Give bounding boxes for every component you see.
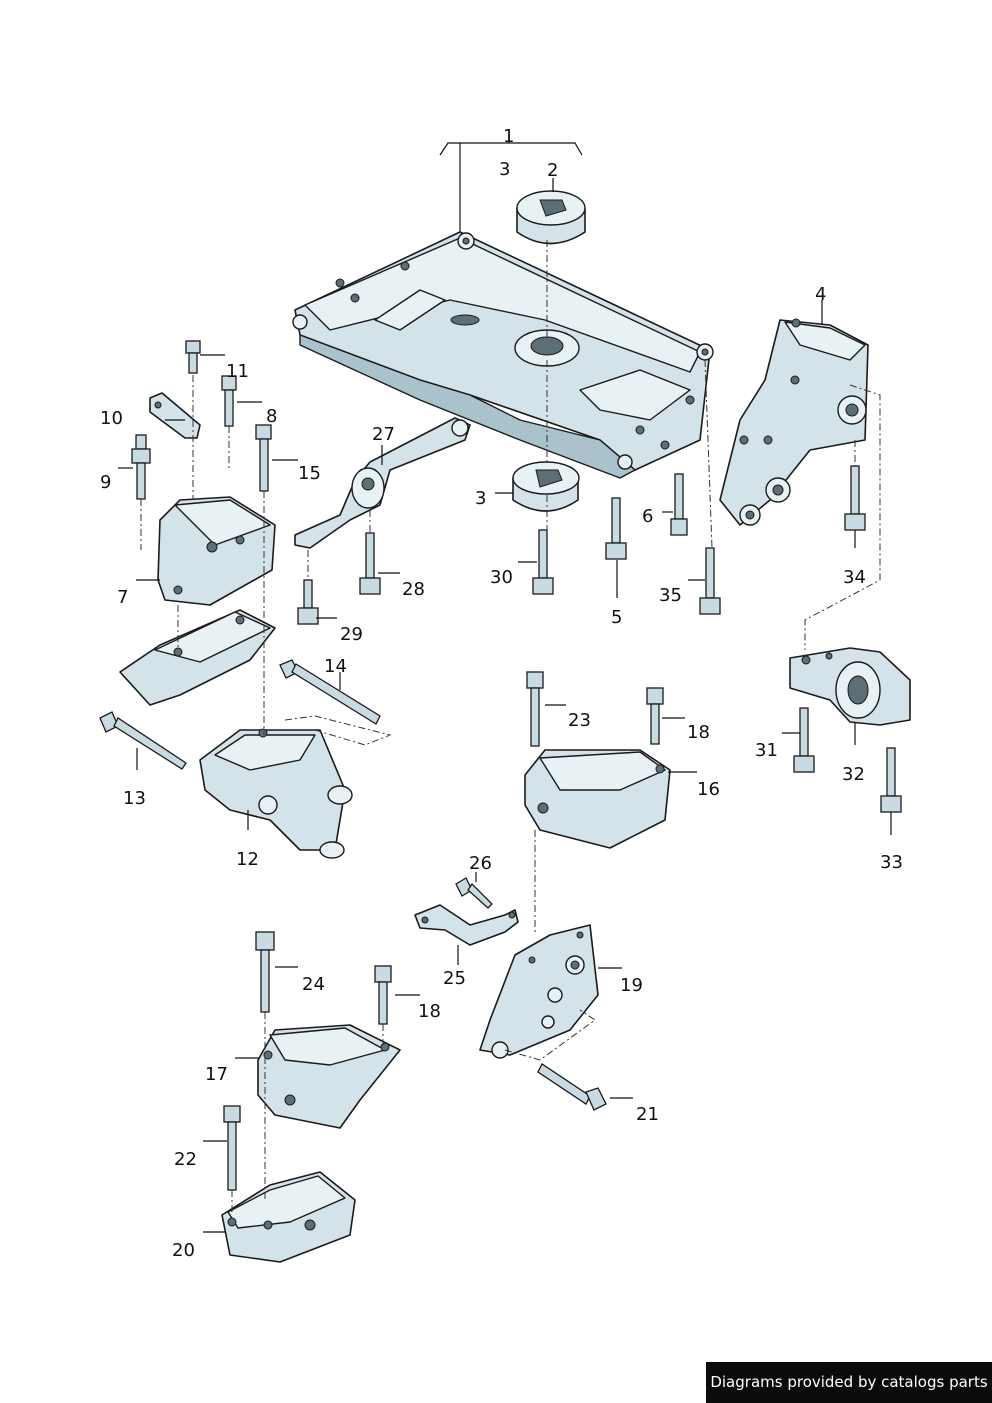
mount-bracket-lower bbox=[119, 609, 276, 706]
torque-arm-part-27 bbox=[294, 417, 471, 549]
callout-3-bottom: 3 bbox=[475, 488, 486, 509]
callout-35: 35 bbox=[659, 585, 682, 606]
bolt-23 bbox=[526, 671, 544, 747]
callout-3-top: 3 bbox=[499, 159, 510, 180]
callout-23: 23 bbox=[568, 710, 591, 731]
alignment-lines bbox=[140, 240, 881, 1215]
callout-29: 29 bbox=[340, 624, 363, 645]
link-part-25 bbox=[414, 904, 519, 946]
bushing-part-3 bbox=[512, 461, 580, 512]
callout-26: 26 bbox=[469, 853, 492, 874]
callout-30: 30 bbox=[490, 567, 513, 588]
mount-part-7 bbox=[157, 496, 276, 606]
callout-15: 15 bbox=[298, 463, 321, 484]
callout-27: 27 bbox=[372, 424, 395, 445]
callout-21: 21 bbox=[636, 1104, 659, 1125]
bolt-5 bbox=[605, 497, 627, 560]
callout-28: 28 bbox=[402, 579, 425, 600]
callout-14: 14 bbox=[324, 656, 347, 677]
callout-17: 17 bbox=[205, 1064, 228, 1085]
bolt-34 bbox=[844, 465, 866, 531]
bolt-set bbox=[99, 340, 902, 1191]
bolt-35 bbox=[699, 547, 721, 615]
bolt-18-upper bbox=[646, 687, 664, 745]
callout-33: 33 bbox=[880, 852, 903, 873]
bolt-9 bbox=[131, 434, 151, 500]
callout-25: 25 bbox=[443, 968, 466, 989]
callout-11: 11 bbox=[226, 361, 249, 382]
bolt-26 bbox=[455, 877, 493, 909]
bolt-8 bbox=[221, 375, 237, 427]
bolt-21 bbox=[537, 1063, 607, 1111]
mount-part-16 bbox=[524, 749, 671, 849]
callout-34: 34 bbox=[843, 567, 866, 588]
subframe-part-1 bbox=[292, 231, 714, 479]
bracket-part-19 bbox=[479, 924, 599, 1059]
bushing-bracket-part-32 bbox=[789, 647, 911, 726]
bolt-15 bbox=[255, 424, 272, 492]
clip-part-10 bbox=[149, 392, 201, 439]
callout-22: 22 bbox=[174, 1149, 197, 1170]
callout-32: 32 bbox=[842, 764, 865, 785]
bolt-30 bbox=[532, 529, 554, 595]
bolt-22 bbox=[223, 1105, 241, 1191]
callout-labels: 1 3 2 4 11 10 8 27 15 9 3 6 7 30 34 28 3… bbox=[100, 126, 903, 1261]
callout-7: 7 bbox=[117, 587, 128, 608]
bushing-part-2 bbox=[516, 190, 586, 245]
callout-12: 12 bbox=[236, 849, 259, 870]
bolt-14 bbox=[279, 659, 381, 725]
callout-18-lower: 18 bbox=[418, 1001, 441, 1022]
callout-19: 19 bbox=[620, 975, 643, 996]
bracket-part-4 bbox=[719, 318, 869, 526]
callout-20: 20 bbox=[172, 1240, 195, 1261]
bracket-part-12 bbox=[199, 728, 353, 859]
callout-31: 31 bbox=[755, 740, 778, 761]
callout-2: 2 bbox=[547, 160, 558, 181]
bolt-24 bbox=[255, 931, 275, 1013]
bolt-18-lower bbox=[374, 965, 392, 1025]
callout-1: 1 bbox=[503, 126, 514, 147]
bolt-11 bbox=[185, 340, 201, 374]
bolt-31 bbox=[793, 707, 815, 773]
callout-18-upper: 18 bbox=[687, 722, 710, 743]
callout-9: 9 bbox=[100, 472, 111, 493]
callout-4: 4 bbox=[815, 284, 826, 305]
callout-24: 24 bbox=[302, 974, 325, 995]
callout-10: 10 bbox=[100, 408, 123, 429]
bolt-28 bbox=[359, 532, 381, 595]
callout-8: 8 bbox=[266, 406, 277, 427]
callout-6: 6 bbox=[642, 506, 653, 527]
block-part-20 bbox=[221, 1171, 356, 1263]
bolt-33 bbox=[880, 747, 902, 813]
bolt-29 bbox=[297, 579, 319, 625]
callout-16: 16 bbox=[697, 779, 720, 800]
mount-part-17 bbox=[257, 1024, 401, 1129]
callout-13: 13 bbox=[123, 788, 146, 809]
leader-lines bbox=[118, 135, 892, 1233]
bolt-13 bbox=[99, 711, 187, 770]
callout-5: 5 bbox=[611, 607, 622, 628]
bolt-6 bbox=[670, 473, 688, 536]
credit-banner: Diagrams provided by catalogs parts bbox=[706, 1362, 992, 1403]
